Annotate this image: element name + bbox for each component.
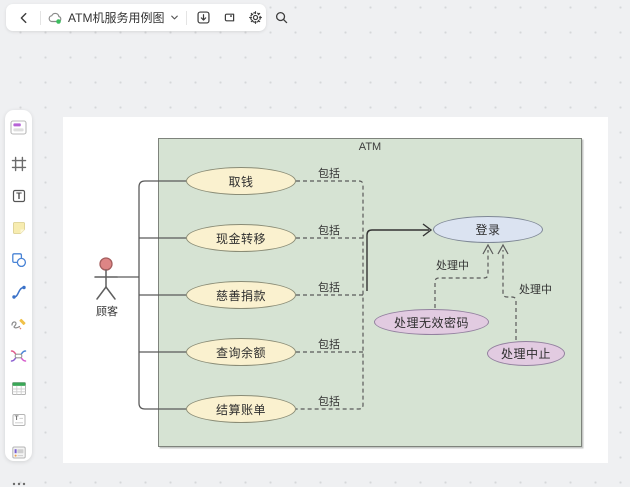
svg-text:T: T: [16, 191, 22, 201]
use-case-withdraw[interactable]: 取钱: [186, 167, 296, 195]
download-button[interactable]: [193, 8, 213, 28]
tool-more[interactable]: [8, 473, 30, 487]
edge-label-include[interactable]: 包括: [318, 339, 340, 351]
text-icon: T: [12, 189, 25, 203]
templates-icon: [10, 119, 27, 135]
tool-shapes[interactable]: [8, 249, 30, 271]
more-icon: [12, 482, 25, 486]
tool-templates[interactable]: [8, 116, 30, 138]
file-title-menu[interactable]: ATM机服务用例图: [47, 9, 180, 26]
top-toolbar: ATM机服务用例图: [6, 4, 288, 31]
sticky-note-icon: [12, 222, 25, 234]
table-icon: [11, 381, 26, 395]
back-button[interactable]: [14, 8, 34, 28]
tool-mindmap[interactable]: [8, 345, 30, 367]
tag-icon: [224, 13, 235, 22]
edge-label-processing[interactable]: 处理中: [436, 260, 469, 272]
download-icon: [197, 11, 210, 24]
cloud-sync-icon: [47, 11, 63, 25]
tag-button[interactable]: [219, 8, 239, 28]
edge-label-include[interactable]: 包括: [318, 282, 340, 294]
search-icon: [275, 11, 288, 24]
use-case-transfer[interactable]: 现金转移: [186, 224, 296, 252]
use-case-balance[interactable]: 查询余额: [186, 338, 296, 366]
tool-freehand-draw[interactable]: [8, 313, 30, 335]
card-icon: [11, 446, 26, 458]
edge-label-include[interactable]: 包括: [318, 168, 340, 180]
edge-label-include[interactable]: 包括: [318, 396, 340, 408]
tool-text[interactable]: T: [8, 185, 30, 207]
system-boundary-label: ATM: [358, 141, 382, 153]
tool-sticky-note[interactable]: [8, 217, 30, 239]
text-note-icon: T: [12, 414, 25, 426]
edge-label-processing[interactable]: 处理中: [519, 284, 552, 296]
use-case-donation[interactable]: 慈善捐款: [186, 281, 296, 309]
gear-icon: [249, 11, 262, 24]
frame-icon: [11, 156, 26, 172]
tool-table[interactable]: [8, 377, 30, 399]
chevron-down-icon: [171, 15, 179, 20]
tool-sidebar: T: [5, 110, 32, 486]
use-case-abort[interactable]: 处理中止: [487, 341, 565, 366]
connector-icon: [11, 285, 26, 299]
toolbar-divider: [40, 10, 41, 25]
toolbar-divider: [186, 10, 188, 25]
settings-button[interactable]: [245, 8, 265, 28]
use-case-bill[interactable]: 结算账单: [186, 395, 296, 423]
tool-text-note[interactable]: T: [8, 409, 30, 431]
back-icon: [20, 12, 27, 23]
actor-label[interactable]: 顾客: [96, 306, 118, 318]
shapes-icon: [11, 253, 26, 268]
tool-card[interactable]: [8, 441, 30, 463]
svg-text:T: T: [14, 415, 18, 422]
edge-label-include[interactable]: 包括: [318, 225, 340, 237]
freehand-draw-icon: [11, 318, 26, 330]
use-case-login[interactable]: 登录: [433, 216, 543, 243]
mindmap-icon: [10, 350, 27, 362]
use-case-invalid-password[interactable]: 处理无效密码: [374, 309, 489, 335]
tool-connector[interactable]: [8, 281, 30, 303]
file-title: ATM机服务用例图: [68, 11, 165, 25]
search-button[interactable]: [271, 8, 291, 28]
tool-frame[interactable]: [8, 153, 30, 175]
